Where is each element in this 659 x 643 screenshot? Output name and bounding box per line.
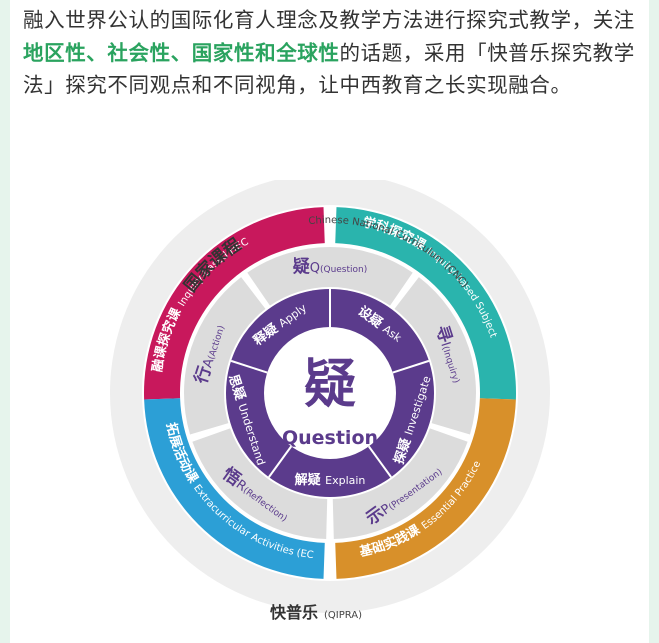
course-arc-4	[144, 398, 325, 579]
course-arc-2	[335, 207, 516, 400]
inner-divider	[392, 359, 430, 374]
intro-text-1: 融入世界公认的国际化育人理念及教学方法进行探究式教学，关注	[23, 8, 635, 32]
center-circle	[264, 327, 396, 459]
intro-text-2: 的话题，采用「快普乐探究教学法」探究不同观点和不同视角，让中西教育之长实现融合。	[23, 40, 635, 98]
inner-divider	[367, 445, 392, 478]
course-arc-1	[144, 207, 325, 400]
inner-divider	[230, 359, 268, 374]
center-word: Question	[282, 427, 378, 449]
outer-bottom-cn: 快普乐	[270, 603, 318, 622]
right-rail	[649, 0, 659, 643]
phase-wedge-presentation	[332, 428, 468, 539]
phase-wedge-action	[184, 277, 266, 435]
phase-label-question: 疑Q(Question)	[293, 257, 368, 277]
outer-bottom-en: (QIPRA)	[324, 610, 362, 621]
left-rail	[0, 0, 10, 643]
inner-label-explain: 解疑 Explain	[294, 472, 366, 488]
inner-divider	[268, 445, 293, 478]
phase-ring: 疑Q(Question)寻I(Inquiry)示P(Presentation)悟…	[184, 247, 476, 539]
phase-wedge-reflection	[192, 428, 328, 539]
intro-paragraph: 融入世界公认的国际化育人理念及教学方法进行探究式教学，关注地区性、社会性、国家性…	[23, 4, 639, 102]
center-char: 疑	[304, 355, 356, 415]
course-arc-3	[335, 398, 516, 579]
intro-highlight: 地区性、社会性、国家性和全球性	[23, 40, 340, 65]
phase-wedge-inquiry	[394, 277, 476, 435]
phase-wedge-question	[247, 247, 413, 306]
